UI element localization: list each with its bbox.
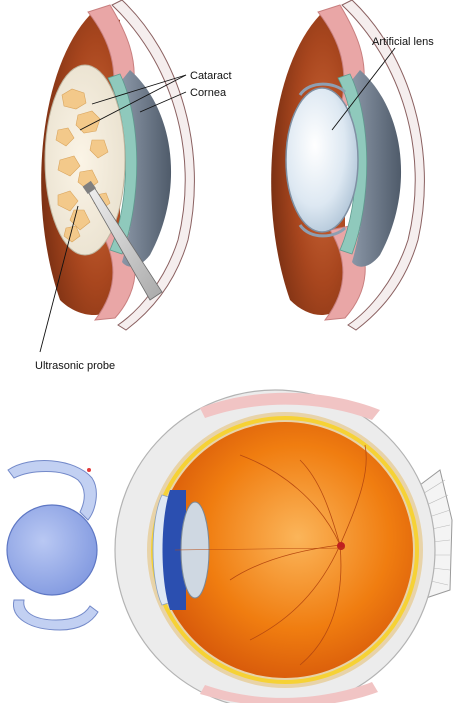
label-artificial-lens: Artificial lens <box>372 36 434 48</box>
iol-eye-section <box>271 0 424 330</box>
optic-disc <box>337 542 345 550</box>
cataract-eye-section <box>41 0 194 330</box>
iol-optic <box>7 505 97 595</box>
iol-marker-dot <box>87 468 91 472</box>
label-cornea: Cornea <box>190 87 227 99</box>
full-eye-cross-section <box>115 390 452 703</box>
iol-haptic-lower <box>13 600 98 630</box>
label-cataract: Cataract <box>190 70 232 82</box>
intraocular-lens-icon <box>7 461 98 630</box>
label-ultrasonic-probe: Ultrasonic probe <box>35 360 115 372</box>
